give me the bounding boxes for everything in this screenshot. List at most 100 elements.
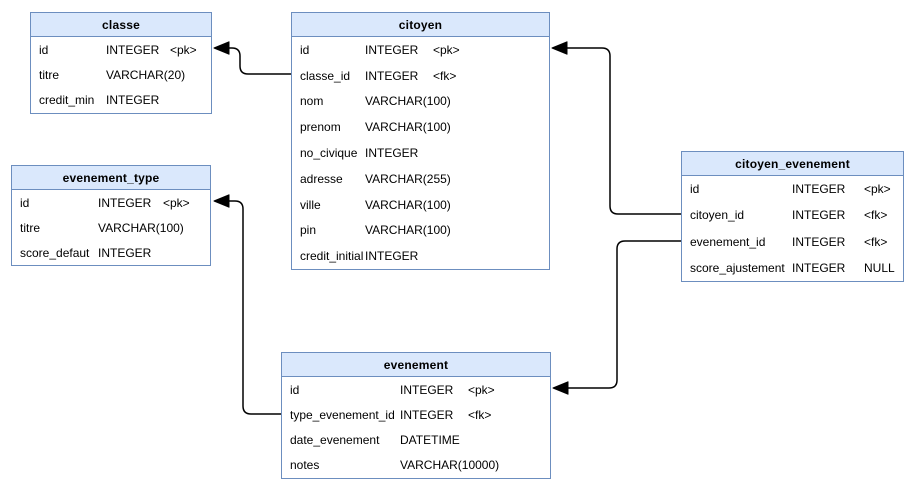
column-flag: <fk>	[864, 234, 888, 249]
table-evenement-type[interactable]: evenement_type id INTEGER <pk> titre VAR…	[11, 165, 211, 266]
column-type: INTEGER	[365, 146, 419, 161]
table-evenement-type-title: evenement_type	[12, 166, 210, 190]
column-name: date_evenement	[290, 433, 380, 448]
column-flag: NULL	[864, 260, 895, 275]
column-name: citoyen_id	[690, 208, 745, 223]
table-row: credit_initial INTEGER	[300, 243, 545, 269]
column-name: no_civique	[300, 146, 358, 161]
column-type: VARCHAR(10000)	[400, 458, 500, 473]
table-citoyen[interactable]: citoyen id INTEGER <pk> classe_id INTEGE…	[291, 12, 550, 270]
table-citoyen-evenement[interactable]: citoyen_evenement id INTEGER <pk> citoye…	[681, 151, 904, 282]
table-citoyen-title: citoyen	[292, 13, 549, 37]
column-flag: <pk>	[468, 382, 495, 397]
column-type: INTEGER	[106, 42, 160, 57]
column-flag: <fk>	[864, 208, 888, 223]
table-row: evenement_id INTEGER <fk>	[690, 229, 899, 255]
relation-citoyen_evenement-evenement-line[interactable]	[567, 240, 681, 389]
table-evenement-body: id INTEGER <pk> type_evenement_id INTEGE…	[282, 377, 550, 478]
table-row: ville VARCHAR(100)	[300, 192, 545, 218]
column-flag: <pk>	[864, 182, 891, 197]
column-name: nom	[300, 94, 324, 109]
column-name: credit_min	[39, 93, 95, 108]
column-name: titre	[20, 220, 41, 235]
relation-citoyen-classe-line[interactable]	[228, 47, 291, 75]
table-row: prenom VARCHAR(100)	[300, 114, 545, 140]
table-row: id INTEGER <pk>	[690, 176, 899, 202]
table-row: classe_id INTEGER <fk>	[300, 63, 545, 89]
table-row: id INTEGER <pk>	[20, 190, 206, 215]
table-evenement-title: evenement	[282, 353, 550, 377]
column-type: INTEGER	[98, 245, 152, 260]
relation-citoyen-classe[interactable]	[213, 41, 291, 75]
table-row: no_civique INTEGER	[300, 140, 545, 166]
column-type: VARCHAR(100)	[365, 223, 451, 238]
column-type: INTEGER	[106, 93, 160, 108]
column-name: notes	[290, 458, 320, 473]
column-type: INTEGER	[400, 407, 454, 422]
column-name: prenom	[300, 120, 341, 135]
table-evenement-type-body: id INTEGER <pk> titre VARCHAR(100) score…	[12, 190, 210, 265]
relation-evenement-evenement_type[interactable]	[213, 194, 281, 415]
column-type: INTEGER	[98, 195, 152, 210]
table-row: id INTEGER <pk>	[300, 37, 545, 63]
column-name: id	[290, 382, 300, 397]
column-type: INTEGER	[365, 68, 419, 83]
column-type: VARCHAR(100)	[365, 197, 451, 212]
column-type: INTEGER	[792, 208, 846, 223]
column-type: DATETIME	[400, 433, 460, 448]
table-citoyen-evenement-body: id INTEGER <pk> citoyen_id INTEGER <fk> …	[682, 176, 903, 281]
relation-evenement-evenement_type-line[interactable]	[228, 200, 281, 415]
column-name: id	[690, 182, 700, 197]
table-row: nom VARCHAR(100)	[300, 89, 545, 115]
column-name: titre	[39, 67, 60, 82]
column-type: VARCHAR(100)	[365, 120, 451, 135]
column-name: score_ajustement	[690, 260, 785, 275]
column-type: INTEGER	[365, 42, 419, 57]
table-row: titre VARCHAR(20)	[39, 62, 207, 87]
column-name: credit_initial	[300, 249, 364, 264]
column-name: pin	[300, 223, 317, 238]
table-row: date_evenement DATETIME	[290, 428, 546, 453]
column-flag: <fk>	[468, 407, 492, 422]
column-flag: <pk>	[163, 195, 190, 210]
column-type: VARCHAR(100)	[98, 220, 184, 235]
column-type: VARCHAR(100)	[365, 94, 451, 109]
column-name: adresse	[300, 171, 343, 186]
column-type: INTEGER	[400, 382, 454, 397]
table-row: credit_min INTEGER	[39, 88, 207, 113]
table-row: score_defaut INTEGER	[20, 240, 206, 265]
relation-citoyen-classe-arrowhead	[213, 41, 230, 55]
column-name: id	[20, 195, 30, 210]
table-citoyen-evenement-title: citoyen_evenement	[682, 152, 903, 176]
table-row: adresse VARCHAR(255)	[300, 166, 545, 192]
column-flag: <pk>	[170, 42, 197, 57]
column-name: type_evenement_id	[290, 407, 395, 422]
table-row: type_evenement_id INTEGER <fk>	[290, 402, 546, 427]
relation-citoyen_evenement-evenement-arrowhead	[552, 381, 569, 395]
column-name: score_defaut	[20, 245, 90, 260]
relation-evenement-evenement_type-arrowhead	[213, 194, 230, 208]
column-name: ville	[300, 197, 321, 212]
column-type: INTEGER	[792, 182, 846, 197]
table-classe-body: id INTEGER <pk> titre VARCHAR(20) credit…	[31, 37, 211, 113]
column-type: INTEGER	[792, 260, 846, 275]
relation-citoyen_evenement-evenement[interactable]	[552, 240, 681, 395]
relation-citoyen_evenement-citoyen[interactable]	[551, 41, 681, 215]
column-flag: <pk>	[433, 42, 460, 57]
table-row: id INTEGER <pk>	[39, 37, 207, 62]
table-classe[interactable]: classe id INTEGER <pk> titre VARCHAR(20)…	[30, 12, 212, 114]
table-row: titre VARCHAR(100)	[20, 215, 206, 240]
column-flag: <fk>	[433, 68, 457, 83]
column-type: INTEGER	[365, 249, 419, 264]
table-row: pin VARCHAR(100)	[300, 217, 545, 243]
column-type: INTEGER	[792, 234, 846, 249]
table-evenement[interactable]: evenement id INTEGER <pk> type_evenement…	[281, 352, 551, 479]
table-row: score_ajustement INTEGER NULL	[690, 255, 899, 281]
table-classe-title: classe	[31, 13, 211, 37]
column-name: id	[39, 42, 49, 57]
relation-citoyen_evenement-citoyen-arrowhead	[551, 41, 568, 55]
relation-citoyen_evenement-citoyen-line[interactable]	[566, 47, 681, 215]
column-name: evenement_id	[690, 234, 766, 249]
column-name: classe_id	[300, 68, 351, 83]
